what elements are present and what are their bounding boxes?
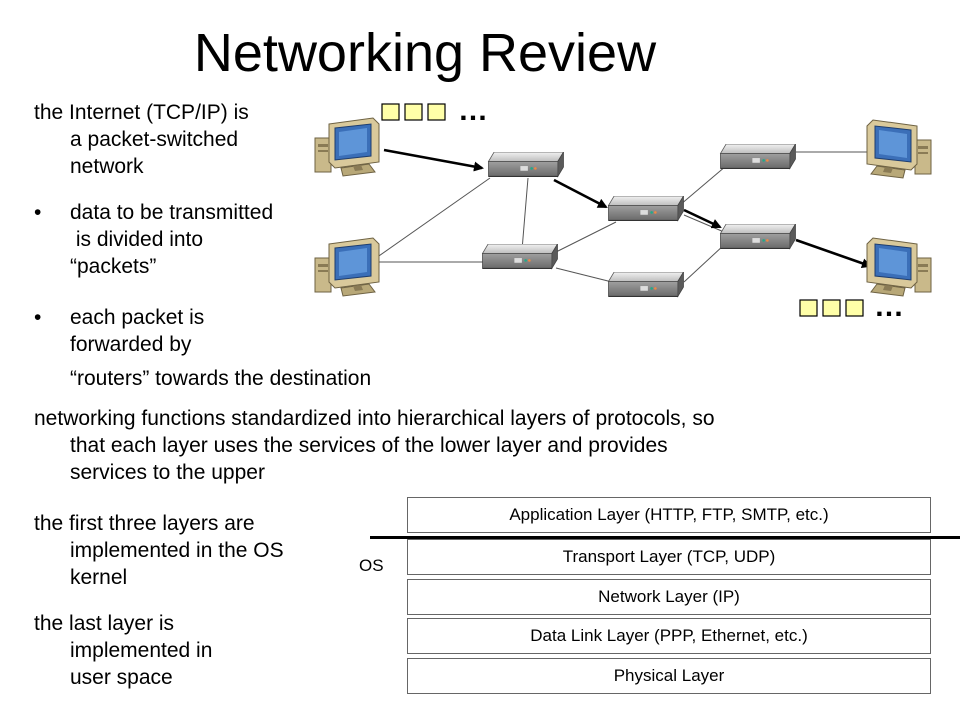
layers-line-1: networking functions standardized into h…: [34, 407, 715, 430]
computer-icon: [314, 117, 380, 177]
network-links: [375, 151, 868, 283]
link: [683, 214, 725, 233]
packets-bottom: [799, 299, 864, 317]
user-space-paragraph: the last layer is implemented in user sp…: [34, 610, 212, 691]
transport-layer: Transport Layer (TCP, UDP): [407, 539, 931, 575]
packet-icon: [822, 299, 841, 317]
os-line-1: the first three layers are: [34, 512, 255, 535]
user-line-1: the last layer is: [34, 612, 175, 635]
os-paragraph: the first three layers are implemented i…: [34, 510, 284, 591]
router-icon: [719, 144, 797, 169]
link: [555, 221, 617, 253]
layers-paragraph: networking functions standardized into h…: [34, 405, 715, 486]
bullet-line: data to be transmitted: [70, 201, 274, 224]
application-layer: Application Layer (HTTP, FTP, SMTP, etc.…: [407, 497, 931, 533]
router-icon: [719, 224, 797, 249]
intro-line-3: network: [70, 155, 144, 178]
route-arrow: [383, 148, 484, 172]
computer-icon: [866, 119, 932, 179]
bullet-line: “routers” towards the destination: [70, 367, 372, 390]
network-layer: Network Layer (IP): [407, 579, 931, 615]
user-line-3: user space: [70, 666, 173, 689]
physical-layer: Physical Layer: [407, 658, 931, 694]
data-link-layer: Data Link Layer (PPP, Ethernet, etc.): [407, 618, 931, 654]
bullet-line: is divided into: [70, 228, 204, 251]
computer-icon: [866, 237, 932, 297]
bullet-symbol: •: [34, 201, 42, 224]
router-icon: [607, 196, 685, 221]
router-icon: [607, 272, 685, 297]
router-icon: [487, 152, 565, 177]
computer-icon: [314, 237, 380, 297]
os-line-2: implemented in the OS: [70, 539, 284, 562]
packet-icon: [381, 103, 400, 121]
packet-icon: [799, 299, 818, 317]
page-title: Networking Review: [193, 23, 657, 83]
packet-icon: [427, 103, 446, 121]
packet-route: [383, 148, 872, 269]
os-label: OS: [359, 556, 384, 575]
link: [683, 244, 725, 283]
user-line-2: implemented in: [70, 639, 213, 662]
route-arrow: [795, 238, 872, 269]
intro-line-1: the Internet (TCP/IP) is: [34, 101, 249, 124]
link: [679, 165, 727, 206]
route-arrow: [683, 208, 722, 229]
intro-paragraph: the Internet (TCP/IP) is a packet-switch…: [34, 99, 249, 180]
bullet-line: each packet is: [70, 306, 205, 329]
link: [521, 177, 529, 251]
os-line-3: kernel: [70, 566, 128, 589]
ellipsis-bottom: …: [874, 290, 906, 323]
router-icon: [481, 244, 559, 269]
layers-line-3: services to the upper: [70, 461, 265, 484]
packets-top: [381, 103, 446, 121]
link: [375, 177, 491, 259]
bullet-line: forwarded by: [70, 333, 192, 356]
layers-line-2: that each layer uses the services of the…: [70, 434, 668, 457]
intro-line-2: a packet-switched: [70, 128, 239, 151]
ellipsis-top: …: [458, 94, 490, 127]
bullet-symbol: •: [34, 306, 42, 329]
route-arrow: [553, 178, 608, 209]
packet-icon: [845, 299, 864, 317]
os-boundary-line: [370, 536, 960, 539]
bullet-line: “packets”: [70, 255, 157, 278]
link: [555, 267, 613, 283]
packet-icon: [404, 103, 423, 121]
